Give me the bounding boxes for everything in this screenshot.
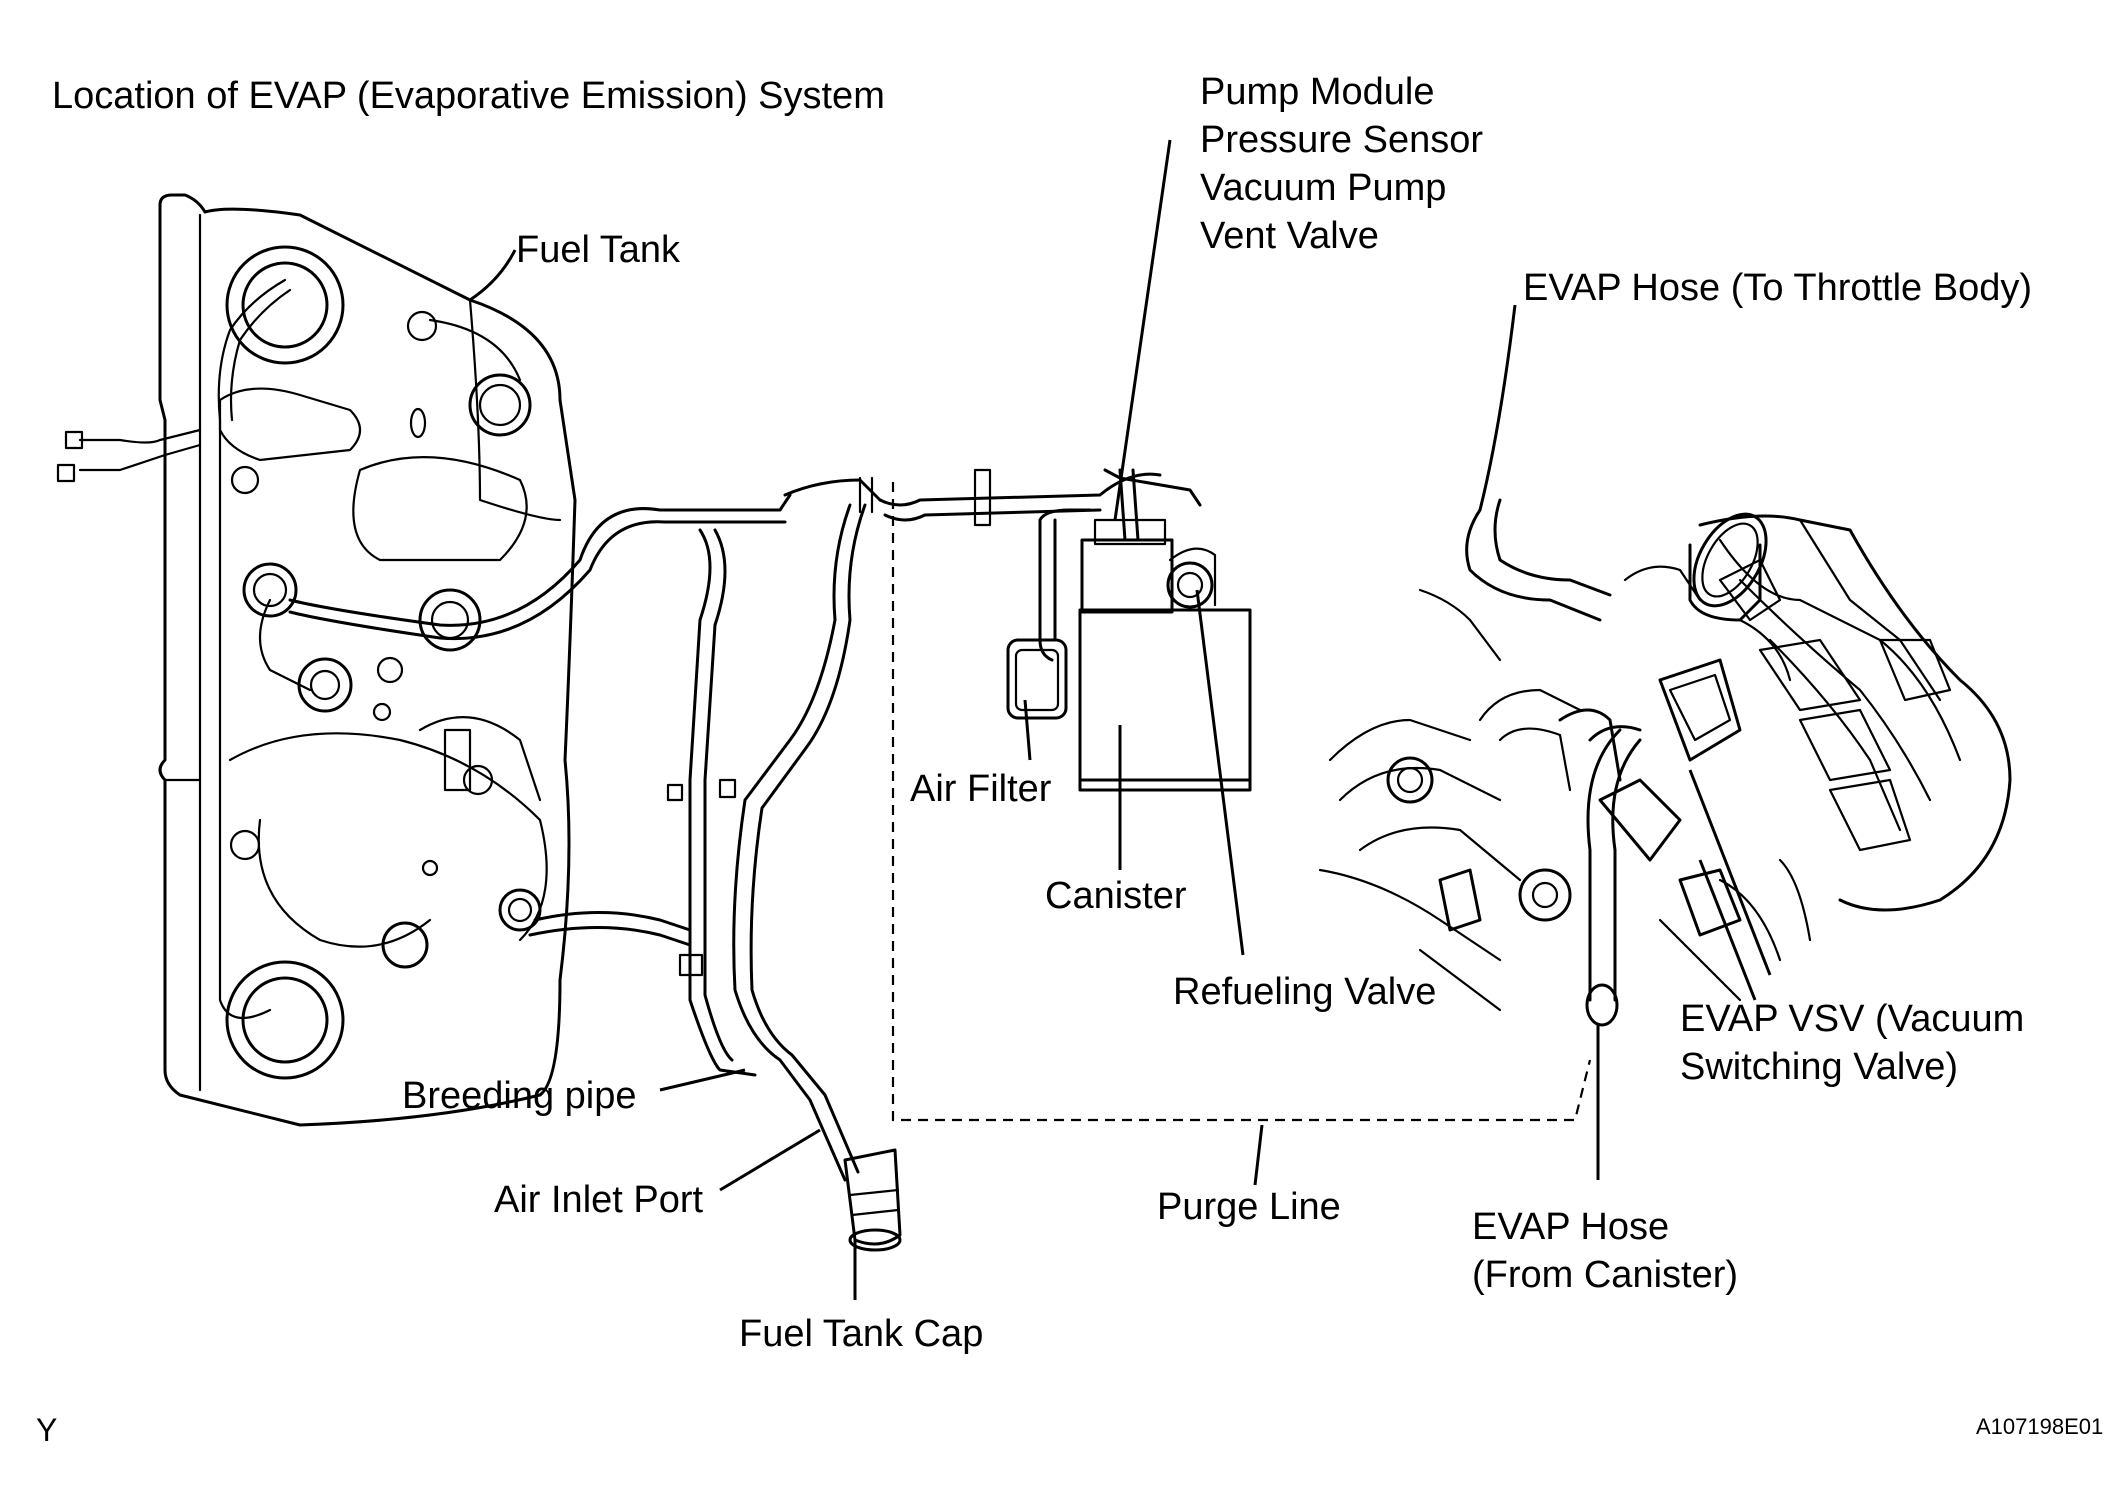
label-pressure-sensor: Pressure Sensor: [1200, 119, 1484, 161]
label-air-filter: Air Filter: [910, 768, 1052, 810]
vapor-pipes: [288, 468, 1202, 641]
label-evap-hose-canister-line2: (From Canister): [1472, 1254, 1739, 1296]
label-fuel-tank: Fuel Tank: [516, 229, 681, 271]
diagram-title: Location of EVAP (Evaporative Emission) …: [52, 75, 885, 117]
label-vacuum-pump: Vacuum Pump: [1200, 167, 1447, 209]
label-air-inlet-port: Air Inlet Port: [494, 1179, 704, 1221]
label-evap-hose-throttle: EVAP Hose (To Throttle Body): [1523, 267, 2033, 309]
label-canister: Canister: [1045, 875, 1187, 917]
label-pump-module: Pump Module: [1200, 71, 1435, 113]
canister-drawing: [891, 468, 1592, 1122]
fuel-tank-drawing: [56, 193, 577, 1127]
label-purge-line: Purge Line: [1157, 1186, 1341, 1228]
engine-throttle-drawing: [1318, 498, 2012, 1027]
label-evap-vsv-line1: EVAP VSV (Vacuum: [1680, 998, 2025, 1040]
filler-pipes: [528, 503, 902, 1252]
label-breeding-pipe: Breeding pipe: [402, 1075, 637, 1117]
label-evap-vsv-line2: Switching Valve): [1680, 1046, 1959, 1088]
footer-left-mark: Y: [36, 1412, 58, 1448]
label-refueling-valve: Refueling Valve: [1173, 971, 1437, 1013]
figure-code: A107198E01: [1976, 1414, 2104, 1439]
leader-lines: [469, 139, 1772, 1300]
label-evap-hose-canister-line1: EVAP Hose: [1472, 1206, 1670, 1248]
label-fuel-tank-cap: Fuel Tank Cap: [739, 1313, 984, 1355]
label-vent-valve: Vent Valve: [1200, 215, 1379, 257]
